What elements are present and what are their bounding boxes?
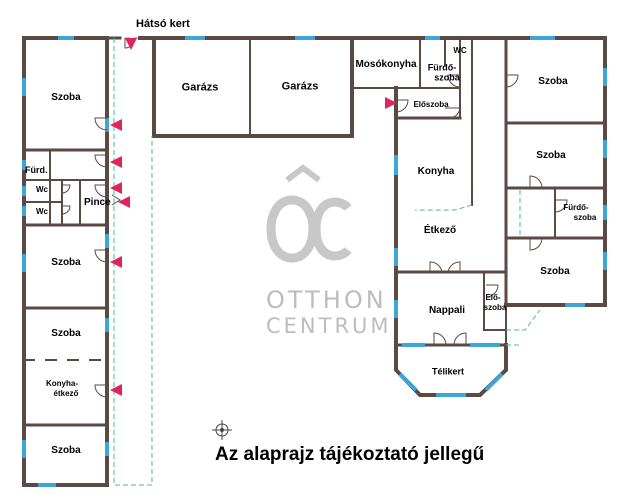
walls — [22, 36, 607, 487]
room-konyha-etkezo-1: Konyha- — [46, 379, 78, 388]
room-garazs-2: Garázs — [281, 80, 319, 93]
room-eloszoba-mid-1: Elő- — [485, 293, 501, 302]
room-furdo-top-1: Fürdő- — [427, 62, 457, 73]
room-wc-1: Wc — [36, 185, 48, 194]
compass-icon — [212, 420, 232, 440]
room-telikert: Télikert — [431, 366, 465, 377]
logo-mark — [266, 164, 352, 263]
room-szoba-r3: Szoba — [540, 266, 570, 277]
room-pince: Pince — [84, 197, 111, 208]
room-nappali: Nappali — [428, 305, 466, 316]
logo-line2: CENTRUM — [266, 314, 392, 338]
room-szoba-2: Szoba — [51, 257, 81, 268]
room-etkezo: Étkező — [423, 225, 457, 236]
room-furdo-right-1: Fürdő- — [563, 203, 589, 212]
room-szoba-4: Szoba — [51, 445, 81, 456]
room-furdo-left: Fürd. — [25, 165, 48, 175]
room-szoba-3: Szoba — [51, 328, 81, 339]
room-garazs-1: Garázs — [181, 81, 219, 94]
garden-title: Hátsó kert — [136, 18, 190, 30]
room-szoba-r2: Szoba — [536, 150, 566, 161]
room-mosokonyha: Mosókonyha — [355, 59, 417, 70]
room-furdo-right-2: szoba — [573, 213, 597, 222]
room-furdo-top-2: szoba — [434, 72, 460, 83]
doors — [61, 37, 568, 398]
room-konyha: Konyha — [417, 166, 455, 177]
room-eloszoba-top: Előszoba — [413, 100, 449, 109]
room-wc-top: WC — [453, 46, 467, 55]
entrance-arrows — [110, 38, 397, 396]
room-konyha-etkezo-2: étkező — [53, 389, 79, 398]
disclaimer-text: Az alaprajz tájékoztató jellegű — [215, 444, 485, 465]
paths — [113, 37, 541, 486]
room-szoba-r1: Szoba — [538, 76, 568, 87]
room-eloszoba-mid-2: szoba — [483, 303, 507, 312]
room-wc-2: Wc — [36, 207, 48, 216]
room-szoba-1: Szoba — [51, 92, 81, 103]
logo-line1: OTTHON — [266, 286, 387, 314]
windows — [22, 36, 607, 487]
